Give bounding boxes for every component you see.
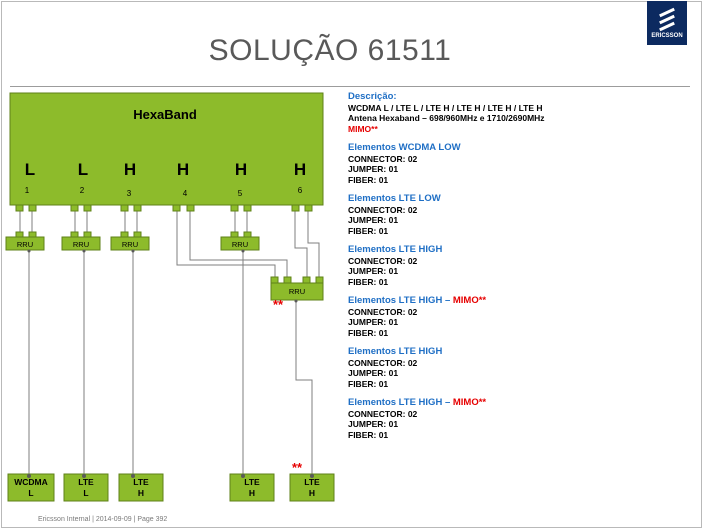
section-title: Elementos LTE HIGH – MIMO**	[348, 295, 487, 306]
port-band-5: H	[235, 160, 247, 179]
elements-section-2: Elementos LTE LOW CONNECTOR: 02 JUMPER: …	[348, 193, 698, 236]
section-connector: CONNECTOR: 02	[348, 408, 418, 419]
section-title: Elementos LTE HIGH	[348, 346, 443, 357]
elements-section-1: Elementos WCDMA LOW CONNECTOR: 02 JUMPER…	[348, 142, 698, 185]
section-fiber: FIBER: 01	[348, 276, 389, 287]
rru-unit-2	[61, 236, 101, 251]
slide-title: SOLUÇÃO 61511	[208, 34, 452, 67]
fiber-label-5-line1: LTE	[304, 477, 320, 487]
description-panel: Descrição: WCDMA L / LTE L / LTE H / LTE…	[348, 91, 698, 449]
section-title: Elementos LTE LOW	[348, 193, 441, 204]
port-band-4: H	[177, 160, 189, 179]
rru-output-dot	[27, 249, 31, 253]
description-section: Descrição: WCDMA L / LTE L / LTE H / LTE…	[348, 91, 698, 134]
slide-footer: Ericsson Internal | 2014-09-09 | Page 39…	[38, 516, 168, 523]
ericsson-logo: ERICSSON	[647, 1, 687, 45]
section-fiber: FIBER: 01	[348, 327, 389, 338]
description-line-2: Antena Hexaband – 698/960MHz e 1710/2690…	[348, 113, 545, 123]
fiber-connection-dot	[82, 474, 86, 478]
fiber-connection-dot	[241, 474, 245, 478]
fiber-label-4-line2: H	[249, 488, 255, 498]
rru-label-mimo: RRU	[289, 287, 305, 296]
fiber-label-1-line2: L	[28, 488, 33, 498]
section-connector: CONNECTOR: 02	[348, 357, 418, 368]
fiber-label-4-line1: LTE	[244, 477, 260, 487]
fiber-box-1	[7, 473, 55, 502]
rru-output-dot	[131, 249, 135, 253]
description-title: Descrição:	[348, 91, 397, 102]
section-jumper: JUMPER: 01	[348, 215, 399, 225]
port-number-3: 3	[127, 189, 132, 198]
section-title: Elementos LTE HIGH – MIMO**	[348, 397, 487, 408]
port-band-6: H	[294, 160, 306, 179]
port-number-5: 5	[238, 189, 243, 198]
section-fiber: FIBER: 01	[348, 174, 389, 185]
section-title: Elementos WCDMA LOW	[348, 142, 461, 153]
fiber-connection-dot	[310, 474, 314, 478]
section-fiber: FIBER: 01	[348, 378, 389, 389]
rru-label-1: RRU	[17, 240, 33, 249]
rru-unit-1	[5, 236, 45, 251]
fiber-box-2	[63, 473, 109, 502]
rru-label-2: RRU	[73, 240, 89, 249]
fiber-connection-dot	[131, 474, 135, 478]
fiber-label-3-line2: H	[138, 488, 144, 498]
antenna-connectors	[15, 204, 313, 212]
hexaband-antenna	[9, 92, 324, 206]
port-band-3: H	[124, 160, 136, 179]
port-band-1: L	[25, 160, 35, 179]
port-band-2: L	[78, 160, 88, 179]
elements-section-4: Elementos LTE HIGH – MIMO** CONNECTOR: 0…	[348, 295, 698, 338]
section-fiber: FIBER: 01	[348, 225, 389, 236]
section-jumper: JUMPER: 01	[348, 419, 399, 429]
rru-output-dot	[82, 249, 86, 253]
section-connector: CONNECTOR: 02	[348, 153, 418, 164]
port-number-4: 4	[183, 189, 188, 198]
title-divider	[10, 86, 690, 87]
fiber-label-2-line2: L	[83, 488, 88, 498]
rru-output-dot	[294, 299, 298, 303]
port-number-1: 1	[25, 186, 30, 195]
rru-unit-4	[220, 236, 260, 251]
elements-section-5: Elementos LTE HIGH CONNECTOR: 02 JUMPER:…	[348, 346, 698, 389]
section-jumper: JUMPER: 01	[348, 317, 399, 327]
mimo-marker-fiber: **	[292, 460, 303, 475]
section-title: Elementos LTE HIGH	[348, 244, 443, 255]
description-line-3: MIMO**	[348, 123, 378, 134]
fiber-label-1-line1: WCDMA	[14, 477, 48, 487]
elements-section-6: Elementos LTE HIGH – MIMO** CONNECTOR: 0…	[348, 397, 698, 440]
section-jumper: JUMPER: 01	[348, 266, 399, 276]
fiber-box-5	[289, 473, 335, 502]
section-connector: CONNECTOR: 02	[348, 204, 418, 215]
rru-label-3: RRU	[122, 240, 138, 249]
port-number-2: 2	[80, 186, 85, 195]
section-fiber: FIBER: 01	[348, 429, 389, 440]
fiber-box-3	[118, 473, 164, 502]
antenna-name: HexaBand	[133, 107, 197, 122]
logo-text: ERICSSON	[651, 33, 683, 39]
section-jumper: JUMPER: 01	[348, 164, 399, 174]
fiber-connection-dot	[27, 474, 31, 478]
fiber-label-2-line1: LTE	[78, 477, 94, 487]
elements-section-3: Elementos LTE HIGH CONNECTOR: 02 JUMPER:…	[348, 244, 698, 287]
section-connector: CONNECTOR: 02	[348, 306, 418, 317]
rru-unit-3	[110, 236, 150, 251]
rru-label-4: RRU	[232, 240, 248, 249]
description-line-1: WCDMA L / LTE L / LTE H / LTE H / LTE H …	[348, 102, 543, 113]
fiber-box-4	[229, 473, 275, 502]
fiber-label-3-line1: LTE	[133, 477, 149, 487]
section-jumper: JUMPER: 01	[348, 368, 399, 378]
section-connector: CONNECTOR: 02	[348, 255, 418, 266]
rru-output-dot	[241, 249, 245, 253]
fiber-label-5-line2: H	[309, 488, 315, 498]
port-number-6: 6	[298, 186, 303, 195]
mimo-marker-rru: **	[273, 297, 284, 312]
